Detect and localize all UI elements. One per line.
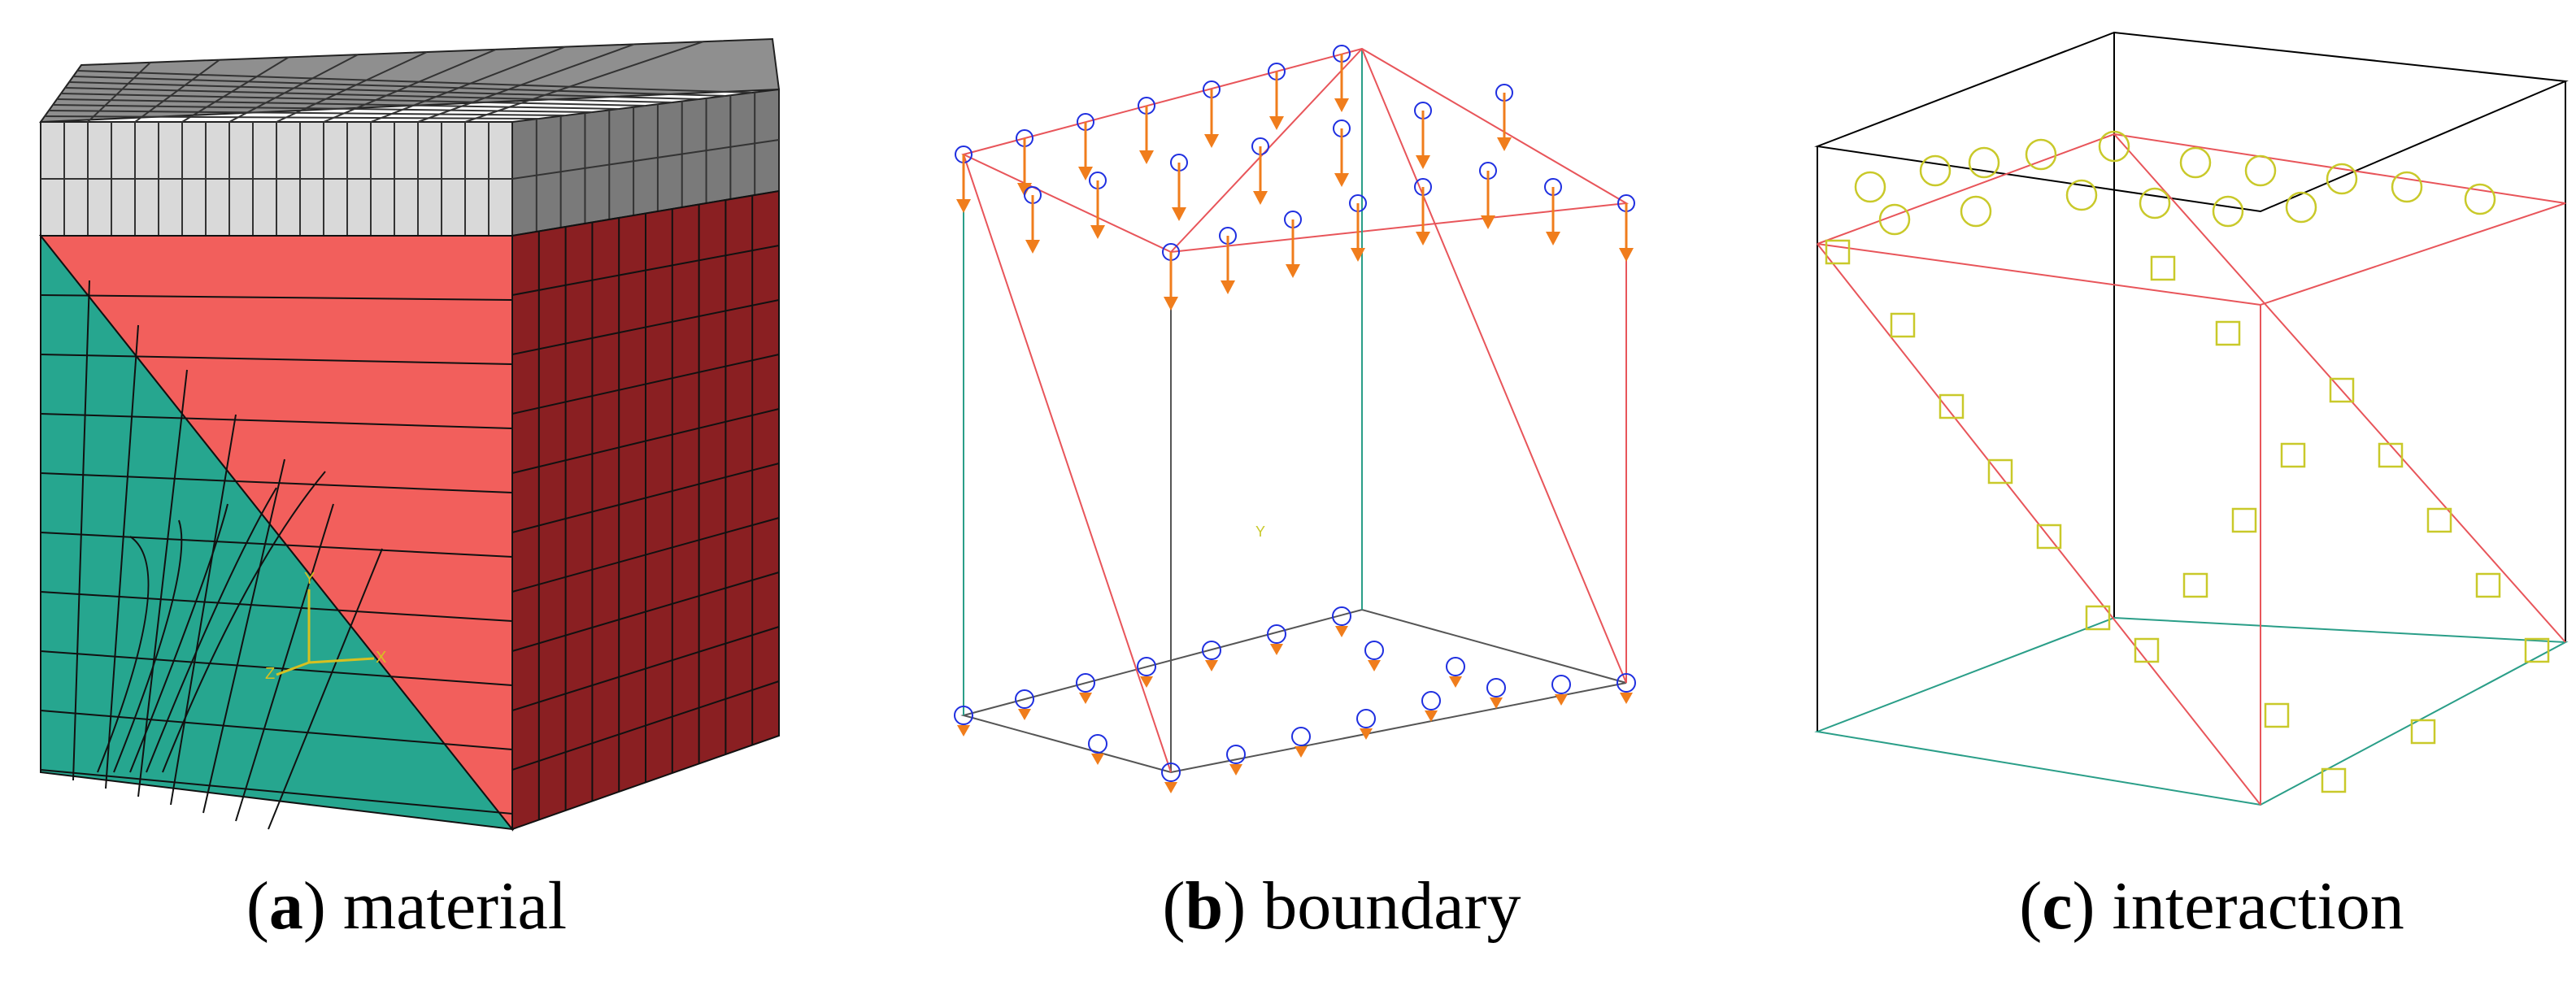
contact-surface-symbols	[1825, 130, 2550, 793]
axis-label-z: Z	[265, 665, 275, 683]
axis-label-y: Y	[1255, 524, 1265, 540]
material-mesh-figure: Y X Z	[38, 37, 781, 832]
outer-box-wireframe	[1814, 31, 2569, 732]
top-block-grid	[41, 41, 780, 236]
axis-label-y: Y	[304, 570, 315, 588]
caption-interaction: (c) interaction	[2019, 868, 2404, 944]
axis-label-x: X	[376, 649, 386, 667]
interaction-figure	[1814, 31, 2569, 806]
caption-letter: c	[2042, 868, 2073, 944]
top-surface-loads	[955, 45, 1635, 311]
boundary-wireframe	[960, 47, 1630, 774]
boundary-figure: Y	[954, 45, 1636, 793]
caption-title: interaction	[2112, 868, 2404, 944]
material-mesh-grid	[40, 195, 780, 830]
caption-boundary: (b) boundary	[1162, 868, 1521, 944]
bottom-surface-supports	[954, 606, 1636, 793]
panel-boundary: Y	[886, 0, 1748, 845]
caption-letter: a	[268, 868, 303, 944]
axis-triad	[276, 589, 375, 676]
caption-material: (a) material	[246, 868, 568, 944]
caption-title: material	[342, 868, 568, 944]
caption-title: boundary	[1263, 868, 1521, 944]
inner-interaction-wireframe	[1814, 133, 2569, 806]
top-block-top-face	[38, 37, 781, 124]
panel-interaction	[1773, 0, 2576, 845]
caption-letter: b	[1185, 868, 1224, 944]
panel-material: Y X Z	[0, 0, 813, 845]
